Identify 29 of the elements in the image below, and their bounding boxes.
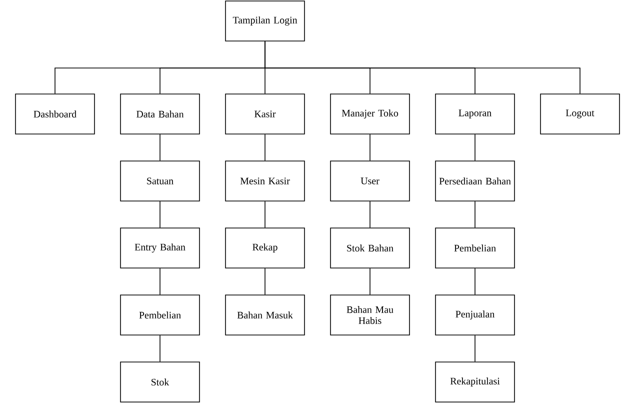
menu-box: Tampilan Login [225,0,305,42]
connector-line [264,134,266,161]
menu-box: User [330,160,410,202]
connector-line [474,268,476,295]
menu-box: Pembelian [120,294,200,336]
menu-box: Pembelian [435,228,515,268]
connector-line [264,268,266,295]
menu-box: Stok [120,362,200,402]
connector-line [474,134,476,161]
menu-box: Stok Bahan [330,228,410,268]
menu-box: Laporan [435,94,515,134]
menu-box: Data Bahan [120,94,200,134]
menu-box: Penjualan [435,294,515,336]
connector-line [474,335,476,362]
menu-box: Kasir [225,94,305,134]
connector-line [264,41,580,94]
menu-box: Dashboard [15,94,95,134]
connector-line [474,201,476,228]
menu-box: Persediaan Bahan [435,160,515,202]
menu-box: Bahan Masuk [225,294,305,336]
menu-box: Rekap [225,228,305,268]
menu-box: Satuan [120,160,200,202]
menu-box: Rekapitulasi [435,362,515,402]
menu-box: Bahan Mau Habis [330,294,410,336]
menu-box: Logout [540,94,620,134]
menu-box: Manajer Toko [330,94,410,134]
menu-box: Entry Bahan [120,228,200,268]
connector-line [264,201,266,228]
menu-box: Mesin Kasir [225,160,305,202]
